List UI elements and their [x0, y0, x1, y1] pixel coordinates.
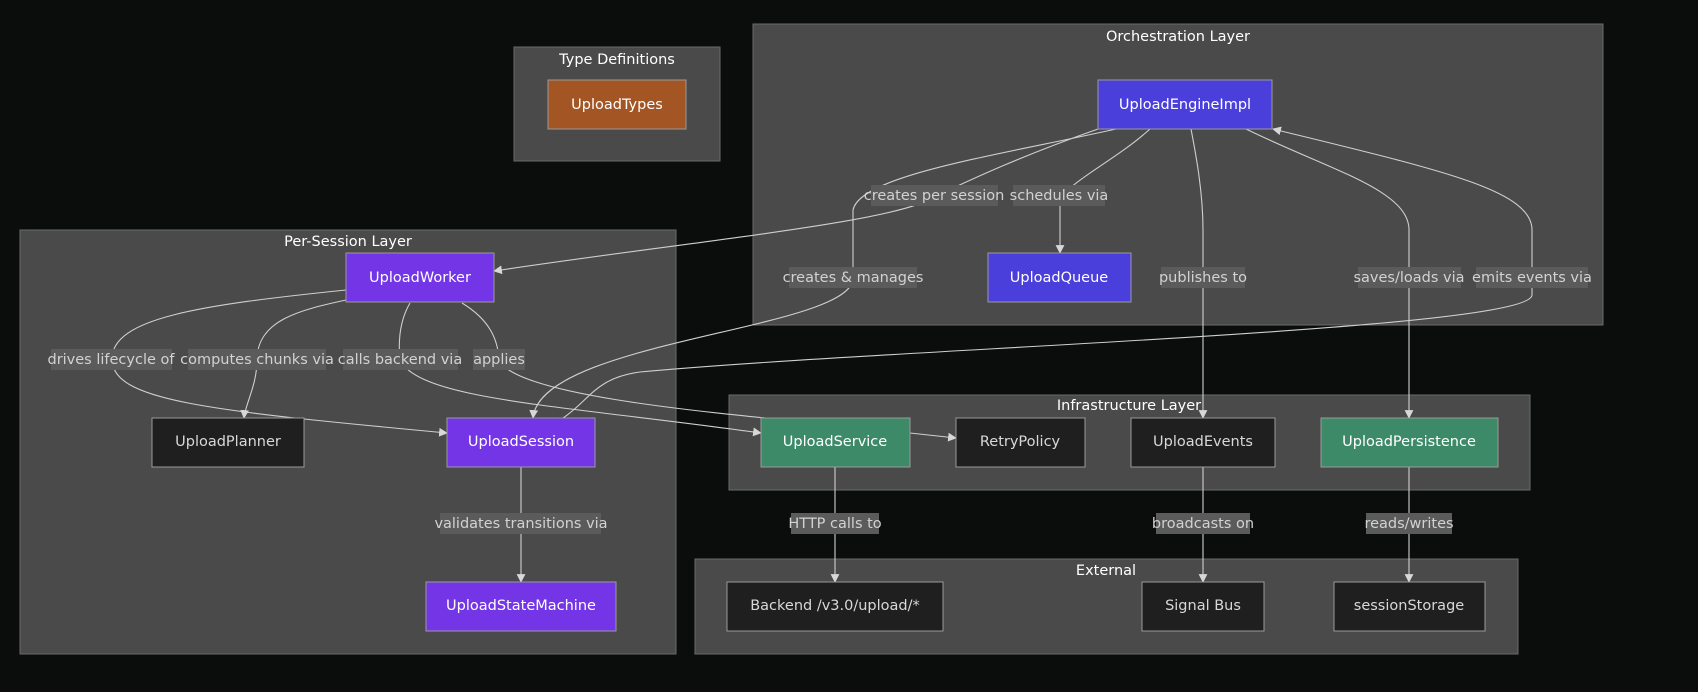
node-backend[interactable]: Backend /v3.0/upload/* [726, 581, 944, 632]
edge-label-creates-per-session: creates per session [864, 188, 1005, 204]
node-upload-service[interactable]: UploadService [760, 417, 911, 468]
cluster-title-per-session: Per-Session Layer [284, 234, 412, 250]
node-upload-persistence[interactable]: UploadPersistence [1320, 417, 1499, 468]
node-upload-types[interactable]: UploadTypes [547, 79, 687, 130]
node-label-signal-bus: Signal Bus [1165, 598, 1241, 614]
edge-engine-to-persistence [1245, 128, 1414, 419]
node-label-upload-service: UploadService [783, 434, 887, 450]
node-retry-policy[interactable]: RetryPolicy [955, 417, 1086, 468]
node-label-upload-persistence: UploadPersistence [1342, 434, 1476, 450]
edge-label-creates-manages: creates & manages [783, 270, 924, 286]
cluster-title-infrastructure: Infrastructure Layer [1057, 398, 1201, 414]
node-label-session-storage: sessionStorage [1354, 598, 1464, 614]
cluster-title-orchestration: Orchestration Layer [1106, 29, 1250, 45]
cluster-title-external: External [1076, 563, 1136, 579]
node-label-upload-session: UploadSession [468, 434, 574, 450]
node-label-upload-engine-impl: UploadEngineImpl [1119, 97, 1251, 113]
edge-label-calls-backend-via: calls backend via [338, 352, 462, 368]
edge-labels: creates per session schedules via create… [47, 185, 1592, 534]
node-upload-events[interactable]: UploadEvents [1130, 417, 1276, 468]
edge-label-validates-transitions-via: validates transitions via [434, 516, 607, 532]
node-signal-bus[interactable]: Signal Bus [1141, 581, 1265, 632]
edge-label-drives-lifecycle-of: drives lifecycle of [47, 352, 175, 368]
node-upload-session[interactable]: UploadSession [446, 417, 596, 468]
edge-label-applies: applies [473, 352, 525, 368]
cluster-title-type-definitions: Type Definitions [558, 52, 675, 68]
edge-label-emits-events-via: emits events via [1472, 270, 1592, 286]
edge-label-computes-chunks-via: computes chunks via [180, 352, 334, 368]
node-label-upload-state-machine: UploadStateMachine [446, 598, 596, 614]
edge-label-reads-writes: reads/writes [1364, 516, 1453, 532]
edge-label-broadcasts-on: broadcasts on [1152, 516, 1254, 532]
edge-label-schedules-via: schedules via [1010, 188, 1109, 204]
edge-label-http-calls-to: HTTP calls to [788, 516, 881, 532]
node-label-backend: Backend /v3.0/upload/* [750, 598, 920, 614]
edge-label-publishes-to: publishes to [1159, 270, 1247, 286]
edge-session-to-engine [562, 126, 1533, 419]
node-upload-engine-impl[interactable]: UploadEngineImpl [1097, 79, 1273, 130]
node-label-upload-types: UploadTypes [571, 97, 663, 113]
edge-engine-to-events [1190, 128, 1208, 419]
edge-label-saves-loads-via: saves/loads via [1353, 270, 1464, 286]
edge-worker-to-service [398, 302, 762, 437]
node-upload-queue[interactable]: UploadQueue [987, 252, 1132, 303]
node-label-upload-worker: UploadWorker [369, 270, 471, 286]
node-session-storage[interactable]: sessionStorage [1333, 581, 1486, 632]
node-label-retry-policy: RetryPolicy [980, 434, 1061, 450]
node-label-upload-queue: UploadQueue [1010, 270, 1109, 286]
node-label-upload-events: UploadEvents [1153, 434, 1253, 450]
node-upload-worker[interactable]: UploadWorker [345, 252, 495, 303]
edge-engine-to-worker [493, 128, 1099, 275]
node-upload-state-machine[interactable]: UploadStateMachine [425, 581, 617, 632]
node-upload-planner[interactable]: UploadPlanner [151, 417, 305, 468]
node-label-upload-planner: UploadPlanner [175, 434, 281, 450]
